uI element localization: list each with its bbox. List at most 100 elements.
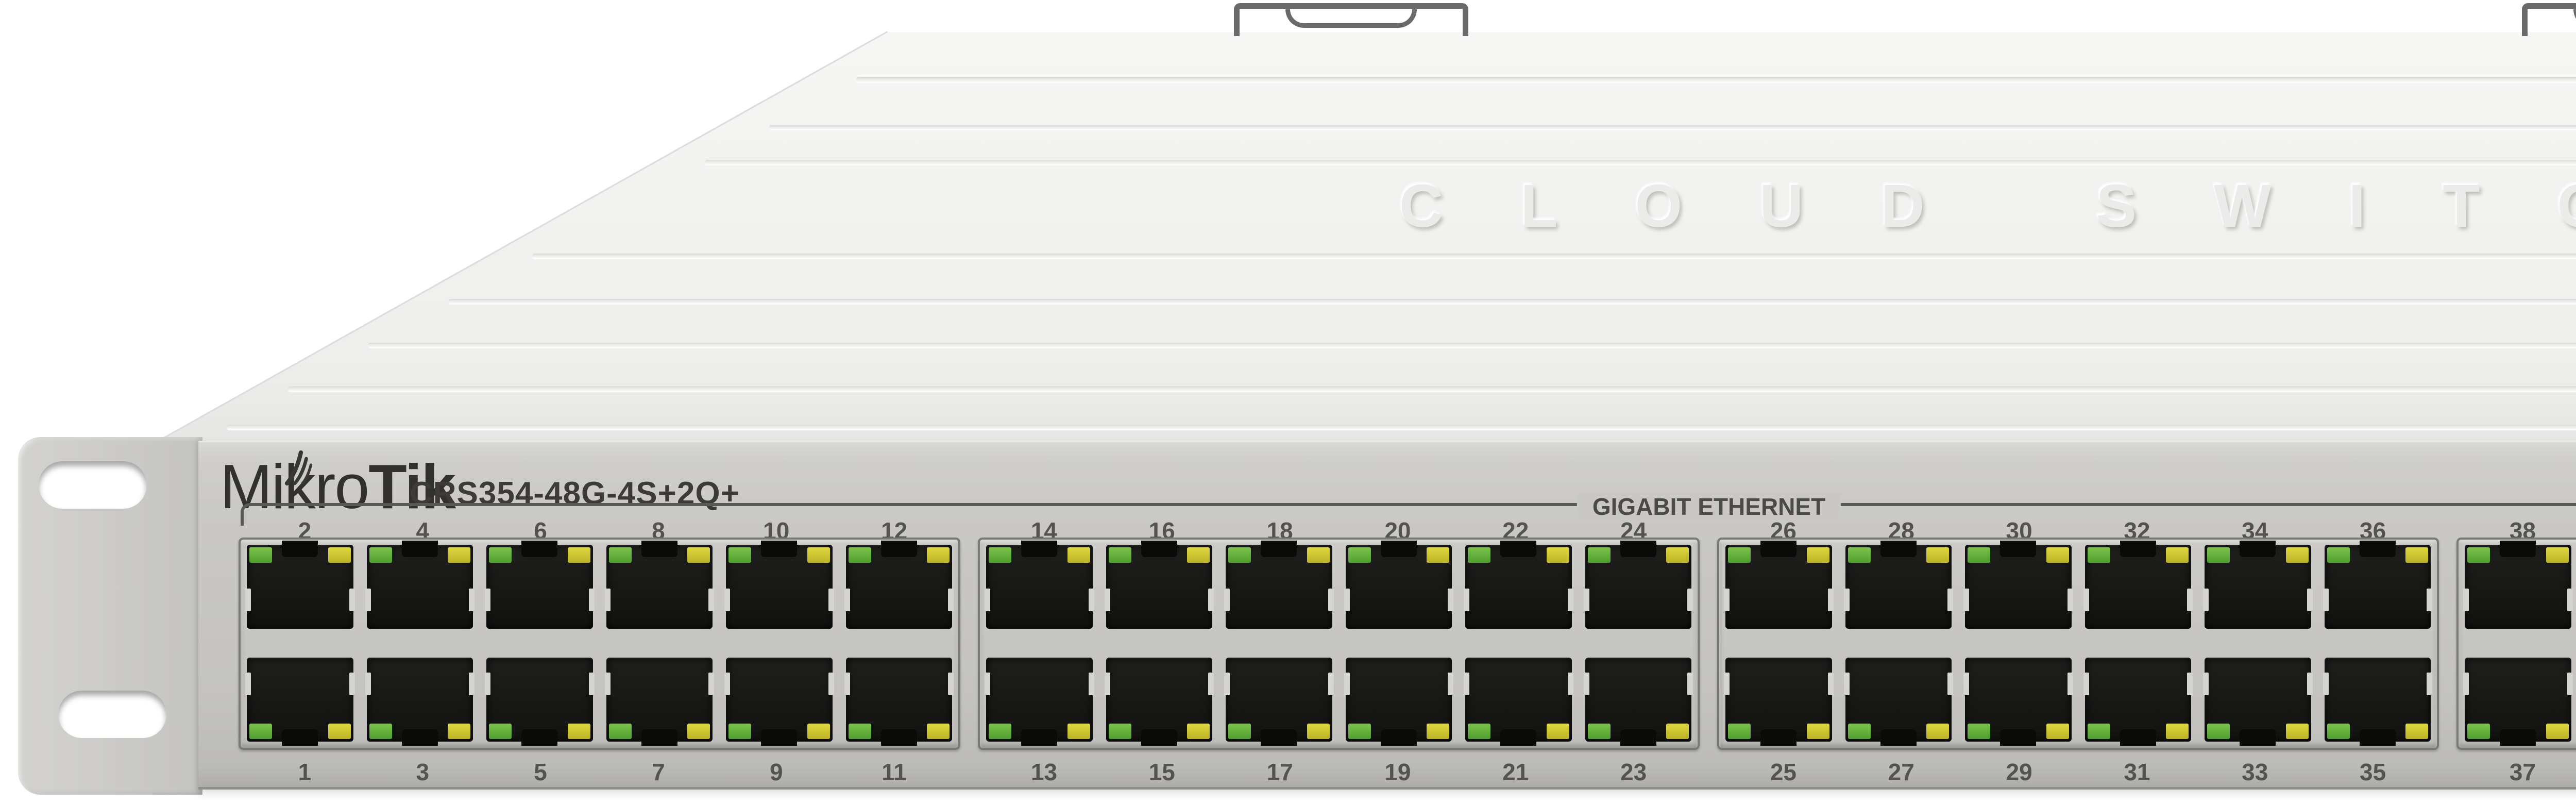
port-number: 25 (1770, 759, 1797, 785)
rj45-clip (1141, 541, 1177, 557)
port-yellow-led (1546, 724, 1569, 739)
port-notch (1208, 673, 1214, 696)
port-notch (2567, 588, 2573, 611)
port-yellow-led (2405, 547, 2428, 563)
port-notch (1104, 673, 1110, 696)
mounting-hole (39, 461, 147, 509)
rj45-clip (1021, 541, 1058, 557)
rj45-port-16 (1104, 541, 1214, 629)
port-number: 19 (1384, 759, 1411, 785)
port-yellow-led (1307, 724, 1330, 739)
port-notch (1328, 673, 1334, 696)
rj45-port-4 (365, 541, 474, 629)
port-green-led (608, 724, 632, 739)
port-notch (1344, 673, 1350, 696)
port-notch (2427, 673, 2432, 696)
rj45-clip (1141, 729, 1177, 746)
rj45-port-20 (1344, 541, 1453, 629)
port-green-led (1848, 724, 1871, 739)
rj45-clip (401, 729, 438, 746)
port-notch (1448, 673, 1453, 696)
port-yellow-led (1067, 547, 1090, 563)
port-number: 17 (1266, 759, 1293, 785)
rj45-port-34 (2203, 541, 2313, 629)
port-yellow-led (2046, 547, 2069, 563)
lid-ridge (227, 425, 2576, 429)
port-yellow-led (927, 547, 950, 563)
port-notch (1724, 588, 1730, 611)
rj45-clip (521, 729, 558, 746)
port-notch (724, 588, 730, 611)
rj45-port-25 (1724, 658, 1834, 746)
port-notch (485, 673, 490, 696)
port-notch (604, 673, 611, 696)
port-number: 5 (534, 759, 547, 785)
port-green-led (989, 724, 1011, 739)
port-yellow-led (567, 724, 590, 739)
port-yellow-led (807, 724, 830, 739)
rj45-port-32 (2083, 541, 2193, 629)
rj45-clip (1500, 729, 1537, 746)
port-green-led (1587, 724, 1611, 739)
port-yellow-led (1307, 547, 1330, 563)
lid-ridge (449, 299, 2576, 304)
port-notch (1843, 588, 1850, 611)
port-green-led (1968, 724, 1990, 739)
port-yellow-led (2046, 724, 2069, 739)
port-number: 27 (1888, 759, 1914, 785)
port-yellow-led (2166, 547, 2189, 563)
port-notch (708, 673, 714, 696)
port-yellow-led (2166, 724, 2189, 739)
port-green-led (1348, 724, 1371, 739)
rj45-port-30 (1963, 541, 2073, 629)
port-yellow-led (1427, 547, 1449, 563)
port-yellow-led (1187, 547, 1210, 563)
rj45-port-29 (1963, 658, 2073, 746)
port-notch (1827, 673, 1834, 696)
port-number: 31 (2124, 759, 2150, 785)
port-green-led (249, 547, 272, 563)
port-yellow-led (2546, 547, 2569, 563)
rj45-clip (1380, 729, 1417, 746)
port-notch (469, 588, 474, 611)
port-notch (2463, 588, 2469, 611)
port-green-led (1968, 547, 1990, 563)
rj45-port-13 (985, 658, 1094, 746)
rj45-port-38 (2463, 541, 2573, 629)
port-notch (1963, 673, 1969, 696)
port-notch (1567, 673, 1573, 696)
port-notch (985, 673, 990, 696)
port-green-led (848, 547, 871, 563)
port-notch (1687, 673, 1693, 696)
port-notch (2187, 673, 2193, 696)
port-yellow-led (687, 724, 710, 739)
port-notch (2203, 588, 2209, 611)
port-notch (1328, 588, 1334, 611)
rj45-port-31 (2083, 658, 2193, 746)
port-notch (588, 588, 595, 611)
port-green-led (1728, 724, 1751, 739)
rj45-clip (2500, 541, 2536, 557)
mikrotik-swoosh-icon (284, 450, 313, 486)
port-notch (1843, 673, 1850, 696)
port-notch (349, 673, 355, 696)
mounting-clip-right (2522, 3, 2576, 41)
port-yellow-led (448, 547, 470, 563)
rj45-port-26 (1724, 541, 1834, 629)
rj45-port-10 (724, 541, 834, 629)
port-notch (469, 673, 474, 696)
rj45-clip (2000, 729, 2037, 746)
port-yellow-led (567, 547, 590, 563)
port-notch (1583, 588, 1589, 611)
rj45-port-3 (365, 658, 474, 746)
rj45-clip (2120, 729, 2156, 746)
port-yellow-led (1926, 724, 1949, 739)
port-green-led (1228, 724, 1251, 739)
rj45-clip (1380, 541, 1417, 557)
port-notch (1963, 588, 1969, 611)
